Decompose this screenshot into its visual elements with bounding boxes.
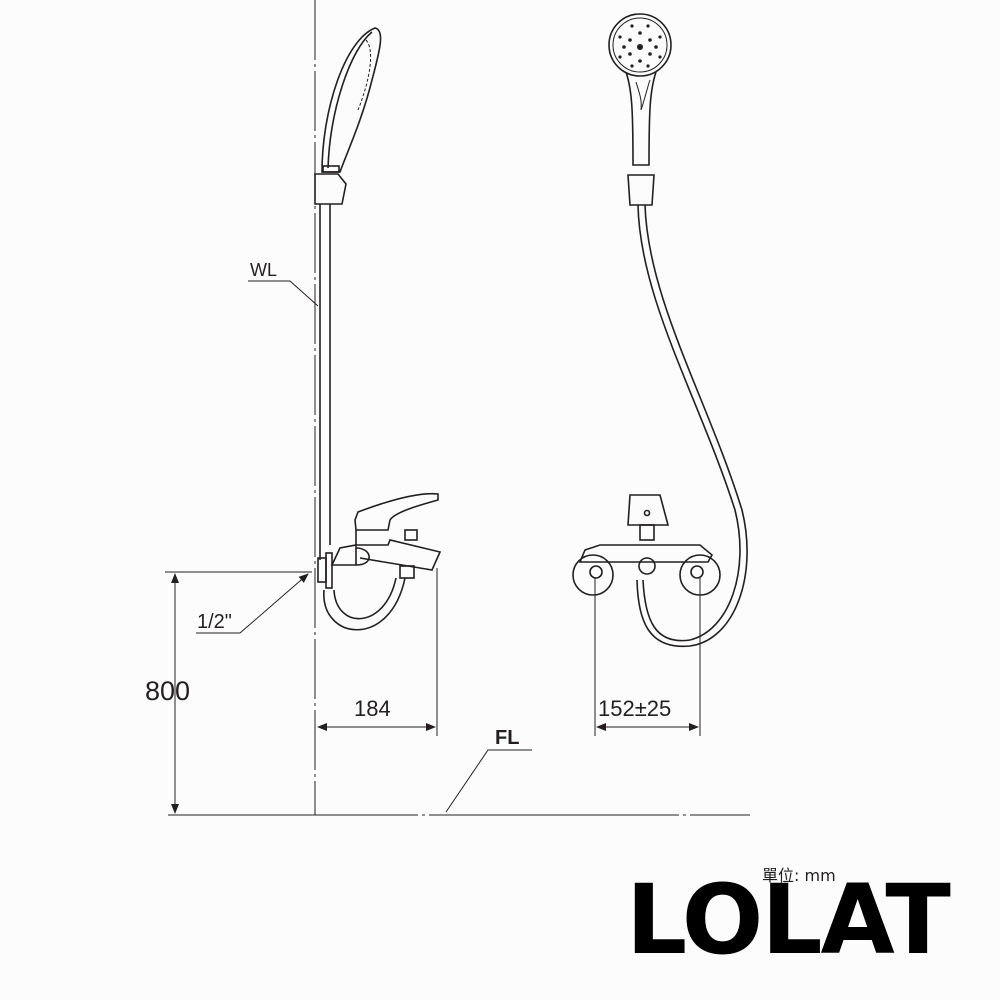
- projection-label: 184: [354, 696, 391, 721]
- side-view-mixer: [317, 492, 442, 631]
- fl-callout: FL: [445, 727, 532, 813]
- side-view-hand-shower: [314, 27, 382, 205]
- front-view-hose: [636, 204, 748, 648]
- brand-logo: LOLAT: [626, 864, 951, 976]
- height-dimension: 800: [145, 571, 312, 814]
- wl-callout: WL: [248, 260, 319, 307]
- units-note: 單位: mm: [762, 866, 836, 885]
- side-view-slide-rail: [319, 204, 331, 560]
- pipe-size-label: 1/2": [197, 611, 232, 633]
- centers-dimension: 152±25: [594, 578, 701, 736]
- front-view-hand-shower: [608, 13, 672, 206]
- centers-label: 152±25: [598, 696, 671, 721]
- fl-label: FL: [495, 727, 519, 749]
- projection-dimension: 184: [317, 568, 438, 736]
- wl-label: WL: [250, 260, 277, 280]
- pipe-size-callout: 1/2": [196, 573, 309, 634]
- height-label: 800: [145, 676, 190, 706]
